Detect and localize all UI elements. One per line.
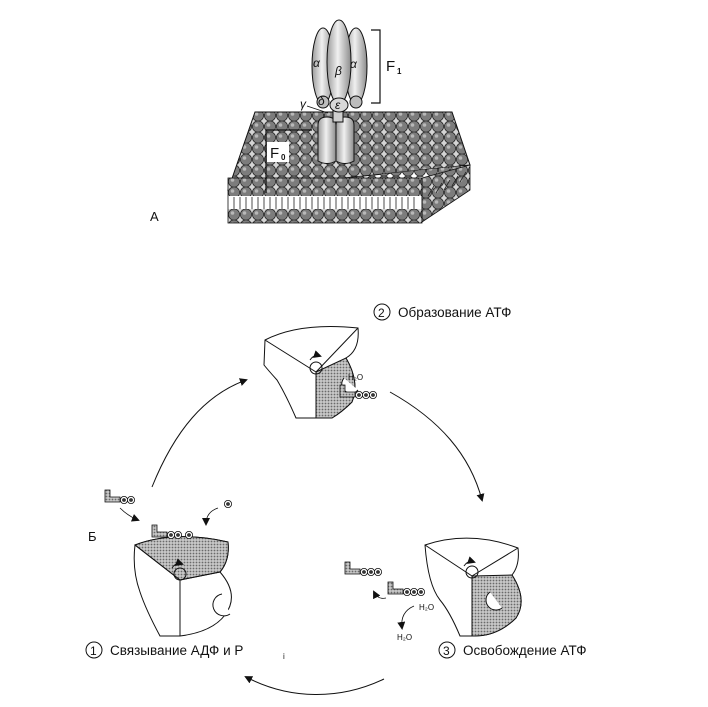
step-1-number-circle: [85, 641, 103, 659]
arrow-3-to-1: [244, 676, 385, 695]
step3-water-label-2: H₂O: [397, 633, 412, 642]
step-3-number: 3: [443, 644, 450, 658]
beta-label: β: [334, 64, 342, 78]
cycle-arrows: [151, 378, 485, 695]
step-1-text: Связывание АДФ и P: [110, 643, 243, 658]
step2-water-label: H₂O: [348, 373, 363, 382]
arrow-2-to-3: [389, 391, 485, 502]
epsilon-label: ε: [335, 98, 341, 112]
f1-bracket: F 1: [371, 29, 402, 104]
step3-water-label-1: H₂O: [419, 603, 434, 612]
atp-molecule-step2: [339, 384, 377, 399]
panel-a-label: А: [150, 209, 159, 224]
f1-label: F: [386, 58, 395, 75]
atp-molecule-bound: [373, 581, 425, 600]
arrow-1-to-2: [151, 378, 248, 488]
f1-head: [311, 19, 368, 113]
delta-label: δ: [318, 94, 325, 108]
membrane-bilayer: [227, 111, 471, 224]
alpha-right-label: α: [350, 57, 358, 71]
f0-subscript: 0: [281, 153, 286, 162]
f0-label: F: [270, 145, 279, 162]
step-2-label: 2 Образование АТФ: [373, 303, 511, 321]
step-3-number-circle: [438, 641, 456, 659]
panel-b: H₂O 2 Образование АТФ: [85, 303, 587, 695]
step-1-label: 1 Связывание АДФ и P i: [85, 641, 285, 661]
step-2-number-circle: [373, 303, 391, 321]
atp-molecule-released: [344, 561, 382, 577]
adp-molecule-free: [104, 489, 140, 522]
alpha-left-label: α: [313, 56, 321, 70]
f1-subscript: 1: [397, 67, 402, 76]
panel-b-label: Б: [88, 529, 97, 544]
phosphate-free: [202, 499, 232, 526]
f0-bracket: F 0: [265, 129, 312, 193]
water-arrow: [397, 605, 415, 630]
enzyme-state-2: [263, 326, 359, 419]
gamma-label: γ: [300, 97, 307, 111]
step-2-number: 2: [378, 306, 385, 320]
step-3-text: Освобождение АТФ: [463, 643, 587, 658]
adp-molecule-bound: [151, 524, 193, 540]
step-1-number: 1: [90, 644, 97, 658]
enzyme-state-3: [424, 537, 522, 637]
enzyme-state-1: [133, 536, 232, 637]
step-3-label: 3 Освобождение АТФ: [438, 641, 587, 659]
panel-a: F 0 α β α γ δ ε F 1 А: [150, 19, 471, 224]
step-2-text: Образование АТФ: [398, 305, 511, 320]
step-1-subscript: i: [283, 652, 285, 661]
